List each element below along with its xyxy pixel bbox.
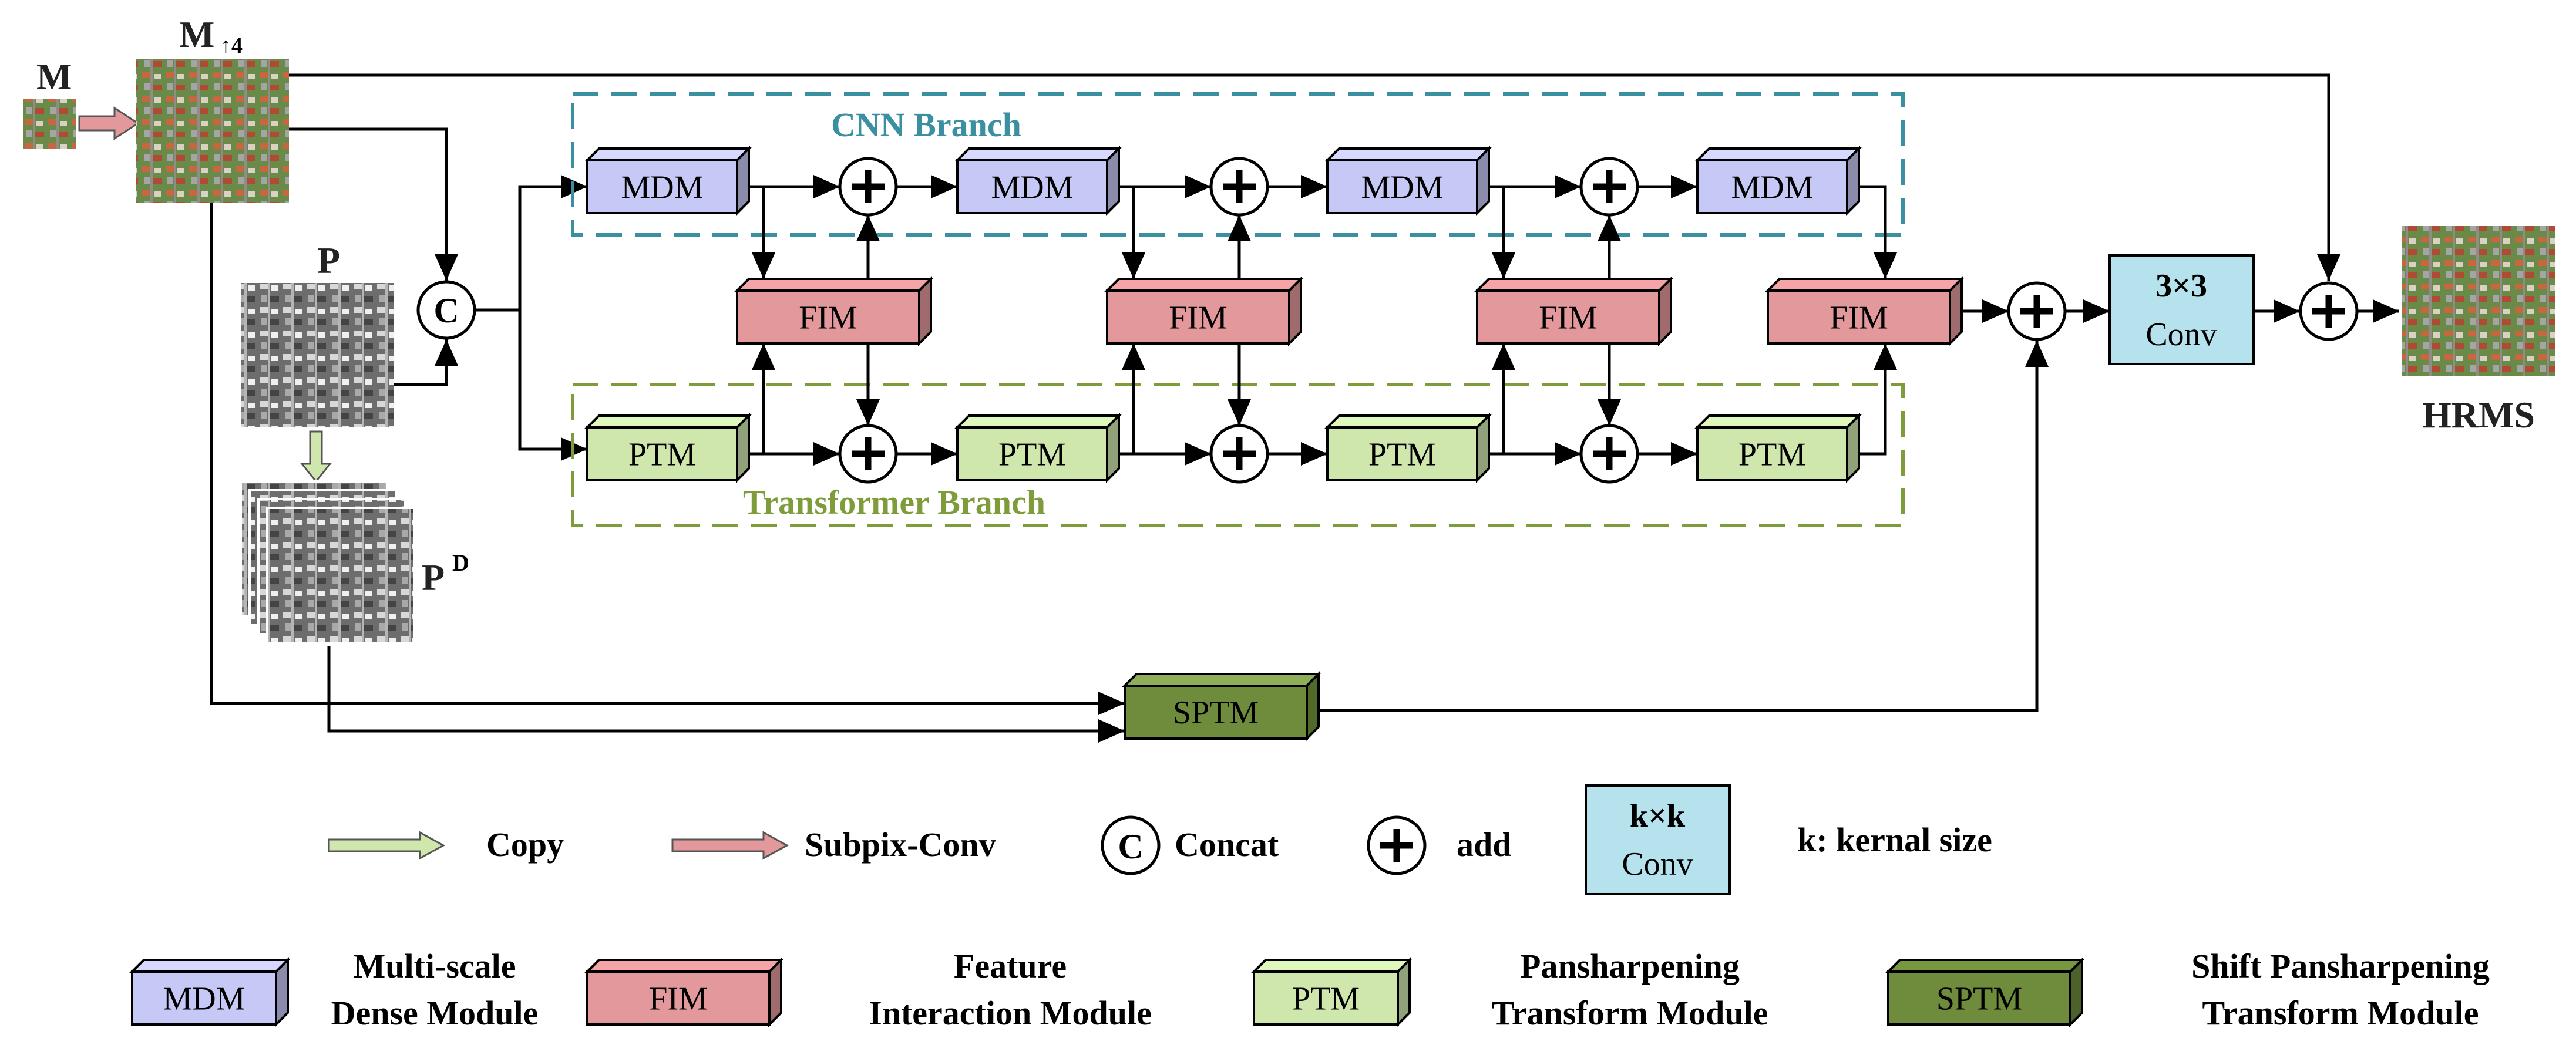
- legend-copy-label: Copy: [486, 825, 564, 864]
- legend-concat-label: Concat: [1175, 825, 1279, 864]
- legend-ptm-block-label: PTM: [1292, 981, 1360, 1017]
- cnn-add-node-2: [1209, 157, 1269, 217]
- ptm-block-4-label: PTM: [1738, 437, 1806, 473]
- legend-fim-name-line2: Interaction Module: [869, 994, 1152, 1032]
- fim-block-4: FIM: [1765, 276, 1965, 346]
- hrms-label: HRMS: [2422, 394, 2535, 436]
- legend-ptm-name-line1: Pansharpening: [1520, 947, 1740, 985]
- legend-mdm-block-label: MDM: [163, 981, 245, 1017]
- legend-add-label: add: [1457, 825, 1512, 864]
- ptm-block-4: PTM: [1694, 413, 1862, 483]
- fim-block-4-label: FIM: [1830, 300, 1888, 336]
- mdm-block-3-label: MDM: [1361, 170, 1443, 206]
- legend-sptm-block-label: SPTM: [1936, 981, 2022, 1017]
- mdm-block-3: MDM: [1324, 146, 1492, 216]
- sptm-label: SPTM: [1173, 695, 1259, 731]
- ptm-block-3-label: PTM: [1368, 437, 1436, 473]
- legend-mdm-name-line2: Dense Module: [331, 994, 539, 1032]
- legend-subpix: Subpix-Conv: [671, 825, 996, 864]
- conv-3x3-block: 3×3 Conv: [2108, 254, 2255, 365]
- transformer-add-node-1: [838, 424, 898, 484]
- upsampled-m-label: M: [179, 14, 214, 55]
- cnn-add-node-3: [1579, 157, 1639, 217]
- legend-sptm-name-line1: Shift Pansharpening: [2191, 947, 2490, 985]
- module-layer: MDM PTM FIM MDM PTM FIM MDM PTM FIM MDM PTM FIM: [584, 146, 2009, 484]
- legend-copy: Copy: [328, 825, 564, 864]
- legend-mdm-block: MDM: [129, 957, 291, 1027]
- legend-fim-name-line1: Feature: [954, 947, 1067, 985]
- legend-conv-line1: k×k: [1630, 798, 1686, 834]
- legend-conv: k×k Conv k: kernal size: [1585, 784, 1992, 895]
- mdm4-to-fim4: [1859, 185, 1897, 279]
- upsampled-m-subscript: ↑4: [220, 33, 243, 58]
- merge-add-node: [2007, 281, 2067, 341]
- mdm-block-1-label: MDM: [621, 170, 703, 206]
- mdm-block-4: MDM: [1694, 146, 1862, 216]
- input-m-label: M: [36, 56, 72, 97]
- input-connectors: [210, 73, 2340, 743]
- pan-stack-superscript: D: [452, 550, 469, 576]
- legend-conv-line2: Conv: [1622, 846, 1693, 882]
- ptm-block-1-label: PTM: [628, 437, 696, 473]
- legend-fim-block-label: FIM: [649, 981, 708, 1017]
- fim-block-3-label: FIM: [1539, 300, 1598, 336]
- ptm-block-2-label: PTM: [998, 437, 1066, 473]
- sptm-to-add: [1319, 341, 2049, 712]
- transformer-branch-label: Transformer Branch: [743, 483, 1045, 521]
- ptm4-to-fim4: [1859, 343, 1897, 456]
- fim-block-1: FIM: [734, 276, 934, 346]
- input-m-image: [23, 99, 76, 149]
- conv-line1: 3×3: [2155, 268, 2207, 304]
- legend-mdm-name-line1: Multi-scale: [353, 947, 516, 985]
- hrms-output-image: [2402, 226, 2555, 376]
- mdm-block-2: MDM: [954, 146, 1122, 216]
- upsampled-m-image: [136, 59, 289, 203]
- mdm-block-1: MDM: [584, 146, 752, 216]
- sptm-block: SPTM: [1122, 671, 1321, 741]
- ptm-block-2: PTM: [954, 413, 1122, 483]
- subpix-conv-arrow: [78, 106, 140, 140]
- legend-fim-block: FIM: [584, 957, 784, 1027]
- legend-subpix-label: Subpix-Conv: [805, 825, 996, 864]
- conv-line2: Conv: [2145, 316, 2217, 353]
- final-add-node: [2299, 281, 2359, 341]
- fim-block-2-label: FIM: [1169, 300, 1228, 336]
- legend-kernel-note: k: kernal size: [1797, 821, 1992, 859]
- pan-stack-label: P: [422, 557, 445, 598]
- concat-node: C: [416, 280, 476, 340]
- legend-concat-symbol: C: [1118, 827, 1143, 866]
- fim-block-2: FIM: [1104, 276, 1304, 346]
- cnn-add-node-1: [838, 157, 898, 217]
- ptm-block-3: PTM: [1324, 413, 1492, 483]
- legend-sptm-name-line2: Transform Module: [2202, 994, 2479, 1032]
- fim-block-3: FIM: [1474, 276, 1674, 346]
- legend-ptm-name-line2: Transform Module: [1492, 994, 1768, 1032]
- concat-symbol: C: [433, 291, 459, 330]
- mdm-block-4-label: MDM: [1731, 170, 1813, 206]
- pan-stack-image: [240, 480, 415, 644]
- mdm-block-2-label: MDM: [991, 170, 1073, 206]
- legend-concat: C Concat: [1101, 815, 1279, 875]
- cnn-branch-label: CNN Branch: [831, 106, 1021, 144]
- legend-ptm-block: PTM: [1251, 957, 1413, 1027]
- legend-sptm-block: SPTM: [1885, 957, 2085, 1027]
- pan-image: [241, 283, 394, 427]
- transformer-add-node-3: [1579, 424, 1639, 484]
- legend-add: add: [1367, 815, 1512, 875]
- pan-label: P: [317, 240, 340, 281]
- copy-arrow-p: [300, 430, 332, 483]
- transformer-add-node-2: [1209, 424, 1269, 484]
- ptm-block-1: PTM: [584, 413, 752, 483]
- fim-block-1-label: FIM: [799, 300, 857, 336]
